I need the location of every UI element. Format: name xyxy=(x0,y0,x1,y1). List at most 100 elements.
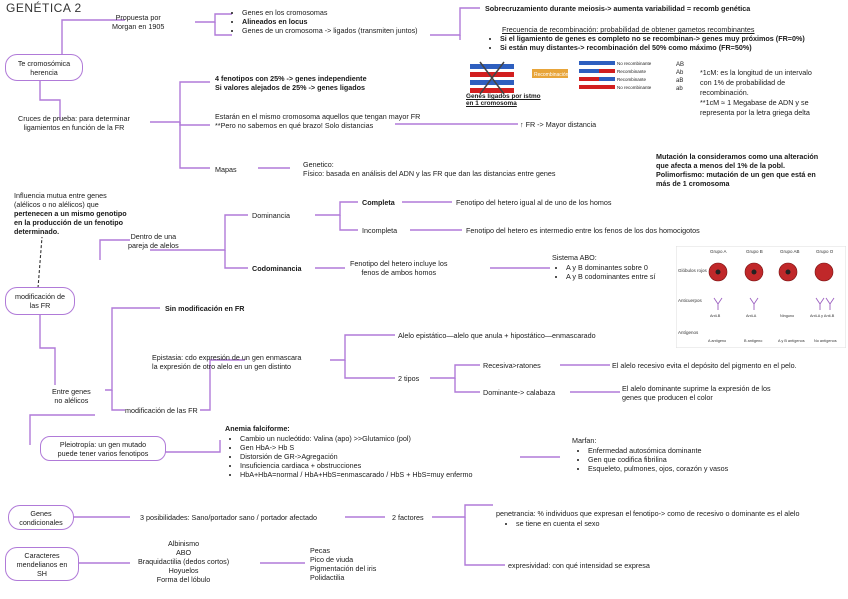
pareja-label: Dentro de una pareja de alelos xyxy=(128,232,179,250)
antibody-label: Ninguno xyxy=(780,314,794,318)
completa-text: Fenotipo del hetero igual al de uno de l… xyxy=(456,198,612,207)
abo-group-header: Grupo B xyxy=(746,249,763,254)
propuesta-item: Genes de un cromosoma -> ligados (transm… xyxy=(242,26,418,35)
antigen-label: B antígeno xyxy=(744,339,762,343)
modificacion-fr-text: modificación de las FR xyxy=(125,406,198,415)
codominancia-label: Codominancia xyxy=(252,264,302,273)
pleiotropia-label: Pleiotropía: un gen mutado puede tener v… xyxy=(57,439,149,458)
gamete-genotype: AB xyxy=(676,62,684,68)
penetrancia-item: se tiene en cuenta el sexo xyxy=(516,519,600,528)
influencia-line: en la producción de un fenotipo xyxy=(14,218,124,227)
fenotipos-text: 4 fenotipos con 25% -> genes independien… xyxy=(215,74,367,92)
propuesta-item: Genes en los cromosomas xyxy=(242,8,418,17)
influencia-line: (alélicos o no alélicos) que xyxy=(14,200,99,209)
anemia-item: Gen HbA-> Hb S xyxy=(240,443,473,452)
propuesta-item: Alineados en locus xyxy=(242,17,418,26)
abo-group-header: Grupo AB xyxy=(780,249,800,254)
influencia-line: Influencia mutua entre genes xyxy=(14,191,107,200)
dos-tipos-text: 2 tipos xyxy=(398,374,420,383)
anemia-item: Cambio un nucleótido: Valina (apo) >>Glu… xyxy=(240,434,473,443)
chromosome-pair-icon xyxy=(470,61,514,95)
marfan-item: Enfermedad autosómica dominante xyxy=(588,446,728,455)
node-herencia-cromosomica: Te cromosómica herencia xyxy=(5,54,83,81)
frecuencia-list: Si el ligamiento de genes es completo no… xyxy=(490,34,805,52)
sobrecruzamiento-text: Sobrecruzamiento durante meiosis-> aumen… xyxy=(485,4,751,13)
marfan-title: Marfan: xyxy=(572,436,597,445)
epistatico-text: Alelo epistático—alelo que anula + hipos… xyxy=(398,331,596,340)
influencia-line: pertenecen a un mismo genotipo xyxy=(14,209,127,218)
antigen-label: A antígeno xyxy=(708,339,726,343)
penetrancia-list: se tiene en cuenta el sexo xyxy=(506,519,600,528)
frecuencia-item: Si están muy distantes-> recombinación d… xyxy=(500,43,805,52)
recombination-label: Recombinación xyxy=(534,72,569,78)
gamete-genotype: aB xyxy=(676,78,683,84)
page-title: GENÉTICA 2 xyxy=(6,1,82,15)
node-modificacion-fr: modificación de las FR xyxy=(5,287,75,315)
node-modificacion-fr-label: modificación de las FR xyxy=(15,292,65,310)
chromo-caption: Genes ligados por istmo en 1 cromosoma xyxy=(466,93,541,107)
sin-modificacion-text: Sin modificación en FR xyxy=(165,304,245,313)
dos-factores-text: 2 factores xyxy=(392,513,424,522)
gamete-genotype: ab xyxy=(676,86,683,92)
mismo-cromosoma-text: Estarán en el mismo cromosoma aquellos q… xyxy=(215,112,421,130)
abo-item: A y B codominantes entre sí xyxy=(566,272,656,281)
node-genes-condicionales-label: Genes condicionales xyxy=(19,508,63,527)
epistasia-text: Epistasia: cdo expresión de un gen enmas… xyxy=(152,353,302,371)
gamete-row-label: No recombinante xyxy=(617,61,652,66)
recombination-figure: Recombinación No recombinante Recombinan… xyxy=(470,61,684,95)
node-genes-condicionales: Genes condicionales xyxy=(8,505,74,530)
expresividad-text: expresividad: con qué intensidad se expr… xyxy=(508,561,650,570)
abo-row-label: Antígenos xyxy=(678,330,699,335)
cm-note: *1cM: es la longitud de un intervalo con… xyxy=(700,68,812,117)
cruces-label: Cruces de prueba: para determinar ligami… xyxy=(18,114,130,132)
abo-row-label: Glóbulos rojos xyxy=(678,268,708,273)
antibody-label: Anti-B xyxy=(710,314,721,318)
incompleta-label: Incompleta xyxy=(362,226,398,235)
dominante-text: El alelo dominante suprime la expresión … xyxy=(622,384,771,402)
influencia-text: Influencia mutua entre genes(alélicos o … xyxy=(14,191,127,236)
penetrancia-text: penetrancia: % individuos que expresan e… xyxy=(496,509,800,518)
mapas-label: Mapas xyxy=(215,165,237,174)
propuesta-label: Propuesta por Morgan en 1905 xyxy=(112,13,165,31)
recesiva-label: Recesiva>ratones xyxy=(483,361,541,370)
marfan-list: Enfermedad autosómica dominante Gen que … xyxy=(578,446,728,473)
abo-title: Sistema ABO: xyxy=(552,253,597,262)
node-caracteres-mendelianos: Caracteres mendelianos en SH xyxy=(5,547,79,581)
antigen-label: A y B antígenos xyxy=(778,339,805,343)
influencia-line: determinado. xyxy=(14,227,60,236)
caracteres-right: Pecas Pico de viuda Pigmentación del iri… xyxy=(310,546,377,582)
codominancia-text: Fenotipo del hetero incluye los fenos de… xyxy=(350,259,448,277)
node-pleiotropia: Pleiotropía: un gen mutado puede tener v… xyxy=(40,436,166,461)
mutacion-note: Mutación la consideramos como una altera… xyxy=(656,152,819,188)
gamete-genotype: Ab xyxy=(676,70,684,76)
completa-label: Completa xyxy=(362,198,395,207)
no-alelicos-label: Entre genes no alélicos xyxy=(52,387,91,405)
gamete-row-label: Recombinante xyxy=(617,77,647,82)
abo-row-label: Anticuerpos xyxy=(678,298,703,303)
influencia-note: Influencia mutua entre genes(alélicos o … xyxy=(14,182,127,236)
gamete-bars-icon xyxy=(579,61,615,89)
abo-table-figure: Grupo A Grupo B Grupo AB Grupo O Glóbulo… xyxy=(676,246,846,348)
anemia-item: HbA+HbA=normal / HbA+HbS=enmascarado / H… xyxy=(240,470,473,479)
antibody-icons xyxy=(713,297,835,310)
dominante-label: Dominante-> calabaza xyxy=(483,388,556,397)
caracteres-left: Albinismo ABO Braquidactilia (dedos cort… xyxy=(138,539,230,584)
antibody-label: Anti-A xyxy=(746,314,757,318)
mapas-text: Genetico: Físico: basada en análisis del… xyxy=(303,160,556,178)
abo-group-header: Grupo A xyxy=(710,249,727,254)
gamete-row-label: No recombinante xyxy=(617,85,652,90)
node-herencia-cromosomica-label: Te cromosómica herencia xyxy=(17,58,71,77)
dominancia-label: Dominancia xyxy=(252,211,290,220)
abo-item: A y B dominantes sobre 0 xyxy=(566,263,656,272)
node-caracteres-mendelianos-label: Caracteres mendelianos en SH xyxy=(16,550,68,578)
gamete-row-label: Recombinante xyxy=(617,69,647,74)
marfan-item: Esqueleto, pulmones, ojos, corazón y vas… xyxy=(588,464,728,473)
propuesta-list: Genes en los cromosomas Alineados en loc… xyxy=(232,8,418,35)
recombination-arrow xyxy=(532,69,568,78)
mayor-distancia-text: ↑ FR -> Mayor distancia xyxy=(520,120,597,129)
abo-group-header: Grupo O xyxy=(816,249,834,254)
anemia-title: Anemia falciforme: xyxy=(225,424,290,433)
anemia-item: Distorsión de GR->Agregación xyxy=(240,452,473,461)
incompleta-text: Fenotipo del hetero es intermedio entre … xyxy=(466,226,700,235)
